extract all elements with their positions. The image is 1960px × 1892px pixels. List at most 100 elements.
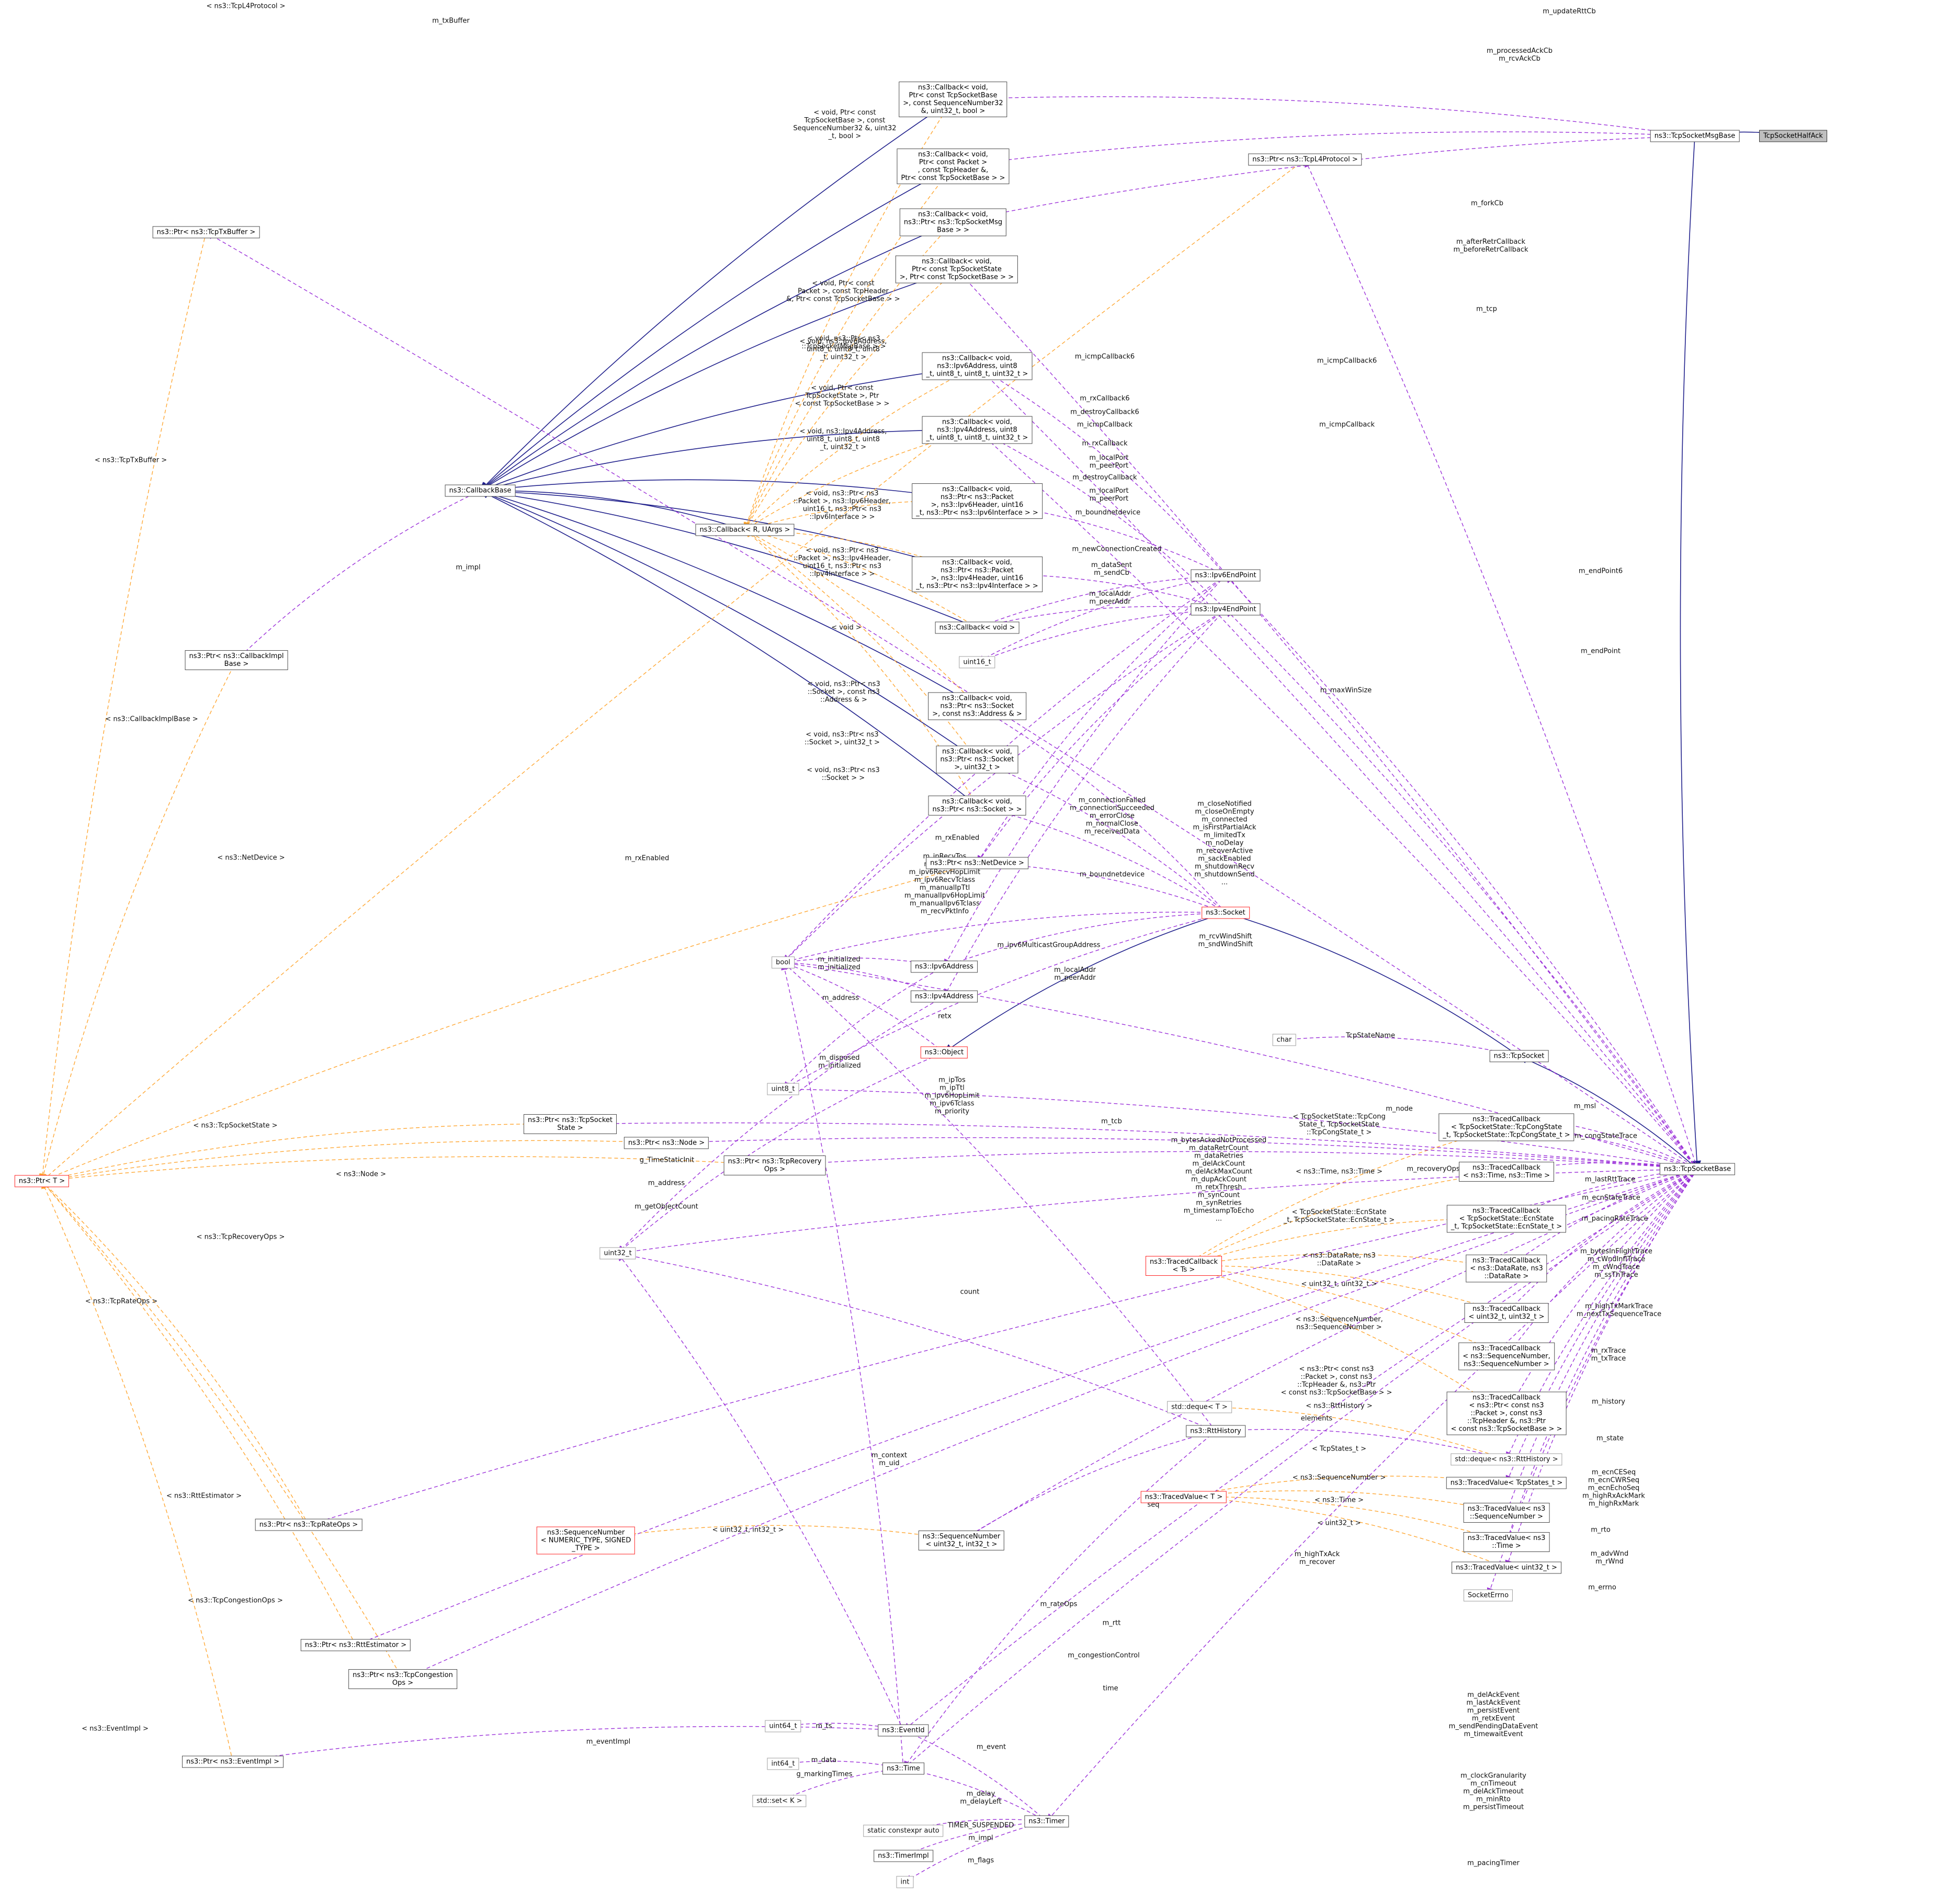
member-edge-label: m_node <box>1386 1105 1413 1113</box>
template-args-label: < uint32_t, int32_t > <box>712 1526 784 1534</box>
class-node-ep6[interactable]: ns3::Ipv6EndPoint <box>1191 569 1261 582</box>
edge-ptr_cong-to-ptr_t <box>41 1180 403 1680</box>
class-node-deque_rtt[interactable]: std::deque< ns3::RttHistory > <box>1451 1453 1562 1466</box>
class-node-tc_u32[interactable]: ns3::TracedCallback < uint32_t, uint32_t… <box>1464 1303 1549 1323</box>
class-node-tv_u32[interactable]: ns3::TracedValue< uint32_t > <box>1452 1561 1561 1574</box>
class-node-timen[interactable]: ns3::Time <box>882 1762 924 1775</box>
class-node-ptr_cong[interactable]: ns3::Ptr< ns3::TcpCongestion Ops > <box>348 1669 457 1689</box>
class-node-rtthistory[interactable]: ns3::RttHistory <box>1186 1425 1245 1437</box>
edge-msgbase-to-cb_msgbase <box>951 135 1695 225</box>
edge-ep4-to-uint16 <box>976 609 1226 663</box>
class-node-ptr_event[interactable]: ns3::Ptr< ns3::EventImpl > <box>182 1755 284 1768</box>
class-node-tcpsocket[interactable]: ns3::TcpSocket <box>1489 1050 1549 1062</box>
class-node-ep4[interactable]: ns3::Ipv4EndPoint <box>1191 603 1261 616</box>
class-node-ptr_rtt[interactable]: ns3::Ptr< ns3::RttEstimator > <box>300 1639 411 1651</box>
class-node-cb_rx6[interactable]: ns3::Callback< void, ns3::Ptr< ns3::Pack… <box>912 483 1043 519</box>
class-node-ptr_txbuf[interactable]: ns3::Ptr< ns3::TcpTxBuffer > <box>152 226 260 239</box>
template-args-label: < ns3::TcpRecoveryOps > <box>196 1233 285 1241</box>
class-node-cb_void[interactable]: ns3::Callback< void > <box>935 621 1019 634</box>
edge-cb_sock-to-cbbase <box>479 490 978 806</box>
edge-tcpsocketbase-to-tc_seqnum <box>1505 1169 1698 1358</box>
class-node-sockerrno[interactable]: SocketErrno <box>1463 1589 1513 1602</box>
class-node-tcb_ts[interactable]: ns3::TracedCallback < Ts > <box>1146 1256 1222 1276</box>
class-node-tc_time[interactable]: ns3::TracedCallback < ns3::Time, ns3::Ti… <box>1458 1162 1555 1182</box>
member-edge-label: m_address <box>648 1179 685 1187</box>
class-node-tcpsocketbase[interactable]: ns3::TcpSocketBase <box>1659 1163 1736 1175</box>
class-node-ptr_netdev[interactable]: ns3::Ptr< ns3::NetDevice > <box>926 857 1028 869</box>
class-node-cbbase[interactable]: ns3::CallbackBase <box>445 484 516 497</box>
class-node-intn[interactable]: int <box>896 1876 914 1888</box>
class-node-socket[interactable]: ns3::Socket <box>1202 907 1250 919</box>
class-node-cb_sock[interactable]: ns3::Callback< void, ns3::Ptr< ns3::Sock… <box>928 796 1026 815</box>
member-edge-label: m_data <box>811 1756 837 1764</box>
edge-socket-to-ptr_netdev <box>976 859 1226 913</box>
class-node-ptr_t[interactable]: ns3::Ptr< T > <box>14 1175 70 1187</box>
class-node-int64[interactable]: int64_t <box>767 1758 799 1770</box>
class-node-timerimpl[interactable]: ns3::TimerImpl <box>874 1850 933 1862</box>
class-node-tv_t[interactable]: ns3::TracedValue< T > <box>1140 1491 1227 1503</box>
class-node-tv_time[interactable]: ns3::TracedValue< ns3 ::Time > <box>1463 1532 1550 1552</box>
class-node-timern[interactable]: ns3::Timer <box>1024 1815 1069 1828</box>
member-edge-label: m_connectionFailed m_connectionSucceeded… <box>1069 796 1155 836</box>
class-node-ptr_cbimpl[interactable]: ns3::Ptr< ns3::CallbackImpl Base > <box>185 650 288 670</box>
class-node-tv_seq[interactable]: ns3::TracedValue< ns3 ::SequenceNumber > <box>1463 1503 1550 1523</box>
edge-rtthistory-to-uint32 <box>616 1251 1216 1432</box>
class-node-uint64[interactable]: uint64_t <box>765 1720 801 1732</box>
class-node-object[interactable]: ns3::Object <box>920 1046 968 1059</box>
class-node-cb_rx4[interactable]: ns3::Callback< void, ns3::Ptr< ns3::Pack… <box>912 557 1043 592</box>
class-node-cb_sockstate[interactable]: ns3::Callback< void, Ptr< const TcpSocke… <box>895 255 1018 284</box>
class-node-tc_seqnum[interactable]: ns3::TracedCallback < ns3::SequenceNumbe… <box>1458 1342 1555 1370</box>
edge-cb_sockaddr-to-cbbase <box>478 489 978 707</box>
class-node-ptr_l4[interactable]: ns3::Ptr< ns3::TcpL4Protocol > <box>1248 153 1362 166</box>
edge-ep4-to-booln <box>782 609 1226 964</box>
edge-tcpsocketbase-to-sockerrno <box>1487 1169 1698 1597</box>
class-node-cb_pkthdr[interactable]: ns3::Callback< void, Ptr< const Packet >… <box>897 149 1010 184</box>
class-node-halfack[interactable]: TcpSocketHalfAck <box>1759 130 1827 142</box>
class-node-tc_datarate[interactable]: ns3::TracedCallback < ns3::DataRate, ns3… <box>1466 1254 1547 1283</box>
template-args-label: < ns3::NetDevice > <box>217 854 285 862</box>
class-node-ipv4addr[interactable]: ns3::Ipv4Address <box>911 990 978 1003</box>
class-node-charn[interactable]: char <box>1272 1034 1296 1046</box>
edge-cb_pkthdr-to-cbbase <box>479 166 954 492</box>
class-node-cb_icmp6[interactable]: ns3::Callback< void, ns3::Ipv6Address, u… <box>922 352 1033 380</box>
class-node-cb_icmp4[interactable]: ns3::Callback< void, ns3::Ipv4Address, u… <box>922 416 1033 444</box>
class-node-uint16[interactable]: uint16_t <box>959 656 995 669</box>
class-node-ptr_recovery[interactable]: ns3::Ptr< ns3::TcpRecovery Ops > <box>723 1155 826 1175</box>
class-node-uint8[interactable]: uint8_t <box>767 1083 799 1095</box>
class-node-constexprn[interactable]: static constexpr auto <box>863 1825 944 1837</box>
template-args-label: < ns3::DataRate, ns3 ::DataRate > <box>1302 1252 1376 1267</box>
edge-ptr_node-to-ptr_t <box>40 1140 667 1184</box>
class-node-uint32[interactable]: uint32_t <box>599 1247 636 1260</box>
member-edge-label: m_boundnetdevice <box>1079 870 1145 879</box>
edge-tcpsocketbase-to-cb_icmp4 <box>976 429 1698 1170</box>
class-node-cb_retr[interactable]: ns3::Callback< void, Ptr< const TcpSocke… <box>899 82 1007 117</box>
class-node-cb_socku32[interactable]: ns3::Callback< void, ns3::Ptr< ns3::Sock… <box>936 745 1018 774</box>
class-node-ptr_rate[interactable]: ns3::Ptr< ns3::TcpRateOps > <box>255 1519 362 1531</box>
class-node-cb_ruargs[interactable]: ns3::Callback< R, UArgs > <box>695 524 795 536</box>
member-edge-label: m_icmpCallback6 <box>1317 357 1377 365</box>
class-node-ptr_state[interactable]: ns3::Ptr< ns3::TcpSocket State > <box>523 1114 617 1134</box>
class-node-eventid[interactable]: ns3::EventId <box>878 1724 929 1737</box>
class-node-tc_ecnstate[interactable]: ns3::TracedCallback < TcpSocketState::Ec… <box>1446 1205 1567 1233</box>
edge-rtthistory-to-seqnum32 <box>960 1431 1216 1542</box>
class-node-booln[interactable]: bool <box>772 956 795 969</box>
template-args-label: < ns3::TcpSocketState > <box>193 1121 278 1130</box>
member-edge-label: m_impl <box>968 1834 993 1842</box>
class-node-cb_sockaddr[interactable]: ns3::Callback< void, ns3::Ptr< ns3::Sock… <box>928 692 1026 720</box>
class-node-seqnum_g[interactable]: ns3::SequenceNumber < NUMERIC_TYPE, SIGN… <box>536 1526 636 1555</box>
class-node-stddeque[interactable]: std::deque< T > <box>1167 1401 1232 1413</box>
edge-tcpsocketbase-to-ptr_txbuf <box>205 231 1698 1170</box>
class-node-msgbase[interactable]: ns3::TcpSocketMsgBase <box>1650 130 1740 142</box>
class-node-tc_pkt[interactable]: ns3::TracedCallback < ns3::Ptr< const ns… <box>1446 1391 1567 1435</box>
member-edge-label: TIMER_SUSPENDED <box>947 1821 1014 1830</box>
class-node-seqnum32[interactable]: ns3::SequenceNumber < uint32_t, int32_t … <box>918 1531 1005 1550</box>
class-node-cb_msgbase[interactable]: ns3::Callback< void, ns3::Ptr< ns3::TcpS… <box>899 208 1007 236</box>
class-node-stdset[interactable]: std::set< K > <box>752 1795 807 1807</box>
edge-tv_time-to-tv_t <box>1182 1493 1507 1543</box>
class-node-tc_congstate[interactable]: ns3::TracedCallback < TcpSocketState::Tc… <box>1438 1113 1574 1141</box>
class-node-ptr_node[interactable]: ns3::Ptr< ns3::Node > <box>624 1137 709 1149</box>
class-node-tv_states[interactable]: ns3::TracedValue< TcpStates_t > <box>1446 1477 1567 1489</box>
class-node-ipv6addr[interactable]: ns3::Ipv6Address <box>911 960 978 973</box>
edge-tc_pkt-to-tcb_ts <box>1182 1264 1507 1414</box>
edge-tcpsocketbase-to-tcpsocket <box>1517 1055 1698 1170</box>
